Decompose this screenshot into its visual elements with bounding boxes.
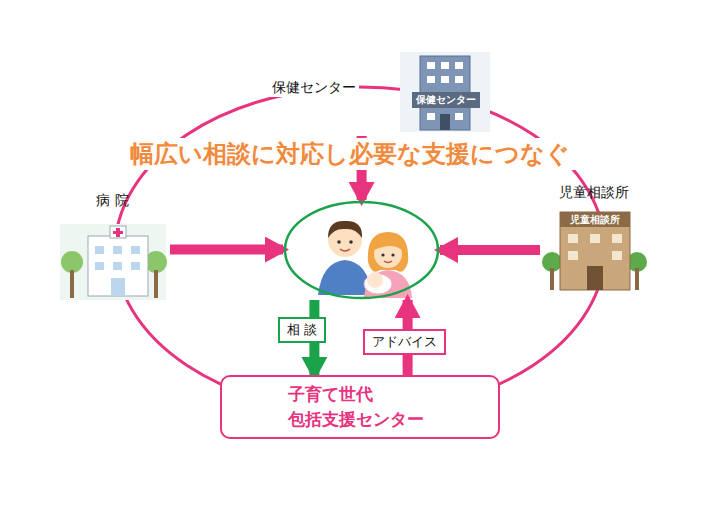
headline-label: 幅広い相談に対応し必要な支援につなぐ	[110, 138, 590, 170]
edge-label: 相 談	[278, 317, 326, 343]
ellipse-outline	[283, 200, 440, 300]
hospital-node: 病 院	[55, 188, 170, 300]
box-title: 子育て世代 包括支援センター	[288, 382, 448, 432]
arrow-connector	[170, 245, 283, 255]
edge-label: アドバイス	[363, 329, 446, 355]
node-label: 児童相談所	[540, 184, 648, 202]
linking-ring	[115, 87, 605, 413]
child-guidance-icon	[542, 212, 647, 290]
family-figure	[318, 221, 412, 298]
health-center-node: 保健センター保健センター	[265, 48, 495, 136]
child-guidance-node: 児童相談所児童相談所	[540, 184, 648, 294]
node-label: 病 院	[55, 192, 170, 210]
family-ellipse	[283, 200, 440, 300]
arrow-connector	[440, 245, 540, 255]
health-center-icon	[400, 52, 490, 132]
support-center-box: 子育て世代 包括支援センター	[220, 375, 500, 439]
node-label: 保健センター	[269, 79, 359, 97]
hospital-icon	[60, 224, 167, 300]
building-sign: 保健センター	[412, 92, 480, 108]
building-sign: 児童相談所	[560, 212, 630, 227]
